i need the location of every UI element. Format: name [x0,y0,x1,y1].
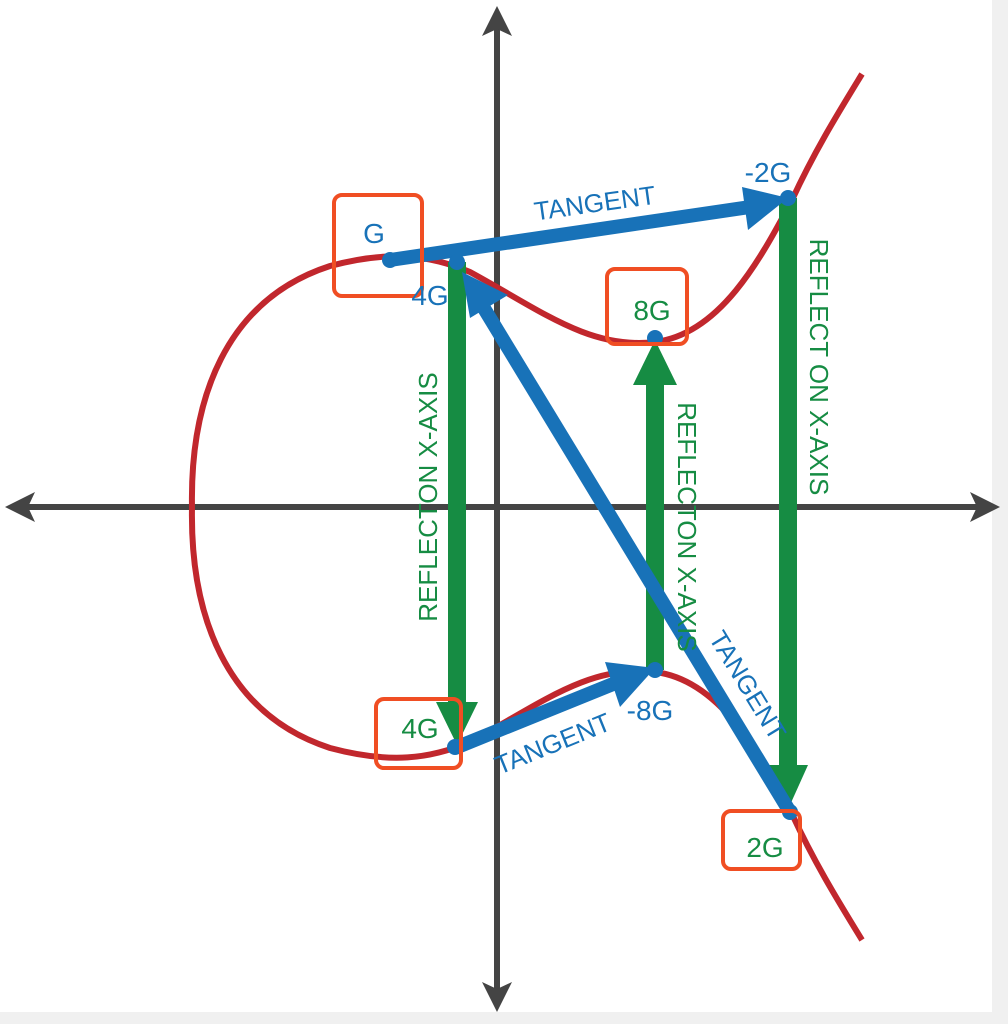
point-4g-upper [449,254,465,270]
label-8g: 8G [633,295,670,326]
y-axis-top-arrow [482,6,512,36]
tangent-arrow-bottom-head [605,662,655,707]
reflect-arrows [436,198,808,805]
label-4g-upper: 4G [411,280,448,311]
reflect-arrow-middle [646,380,664,670]
reflect-arrow-right [779,198,797,768]
reflect-label-middle: REFLECTON X-AXIS [672,402,702,651]
highlight-box-2g [721,809,802,871]
highlight-box-8g [605,267,689,346]
x-axis-right-arrow [970,492,1000,522]
tangent-arrow-diagonal [476,301,796,816]
tangent-arrow-diagonal-head [462,272,508,318]
y-axis-bottom-arrow [482,982,512,1012]
point-g [382,252,398,268]
label-g: G [363,218,385,249]
points [382,190,798,820]
x-axis-left-arrow [5,492,35,522]
label-2g: 2G [746,832,783,863]
point-neg-2g [780,190,796,206]
reflect-label-left: REFLECTON X-AXIS [413,372,443,621]
reflect-arrow-right-head [768,765,808,805]
label-neg-2g: -2G [745,157,792,188]
reflect-label-right: REFLECT ON X-AXIS [804,239,834,496]
label-neg-8g: -8G [627,695,674,726]
tangent-arrow-top [388,200,752,267]
reflect-arrow-middle-head [633,340,677,385]
highlight-boxes [332,193,802,871]
tangent-arrow-bottom [452,675,621,755]
highlight-box-4g [374,697,463,770]
label-4g-lower: 4G [401,713,438,744]
reflect-arrow-left [448,262,466,707]
point-neg-8g [647,662,663,678]
tangent-arrow-top-head [742,187,788,230]
reflect-arrow-left-head [436,702,478,745]
highlight-box-g [332,193,424,298]
tangent-arrows [388,187,796,816]
